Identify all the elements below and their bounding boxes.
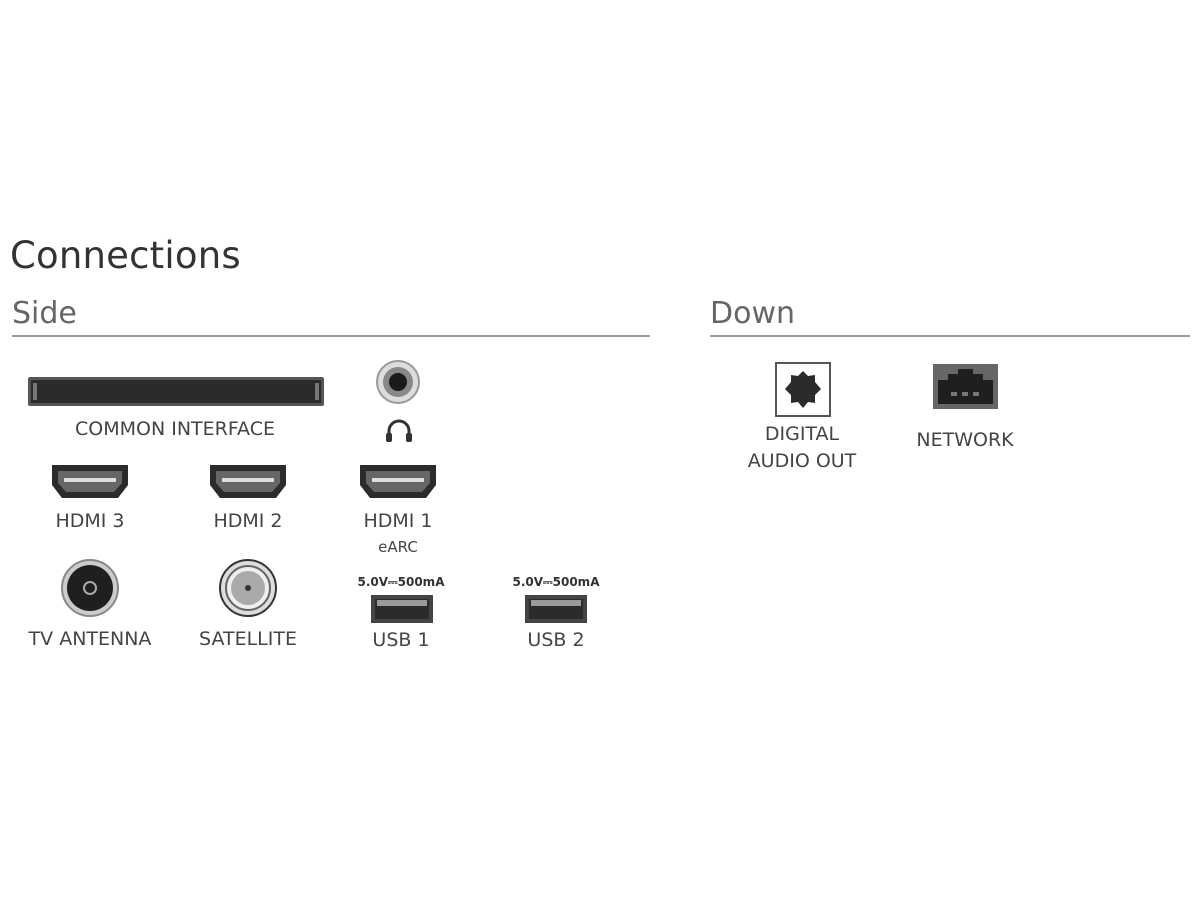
digital-audio-label-line2: AUDIO OUT xyxy=(747,450,857,472)
section-down-heading: Down xyxy=(710,296,796,331)
common-interface-label: COMMON INTERFACE xyxy=(75,418,275,440)
common-interface-slot-icon xyxy=(28,377,324,406)
hdmi2-port-icon xyxy=(210,465,286,498)
section-side-heading: Side xyxy=(12,296,77,331)
optical-audio-port-icon xyxy=(775,362,831,417)
headphone-jack-icon xyxy=(376,360,420,404)
usb1-label: USB 1 xyxy=(372,629,430,651)
usb2-port-icon xyxy=(525,595,587,623)
hdmi1-label: HDMI 1 xyxy=(363,510,433,532)
usb1-power-spec: 5.0V⎓500mA xyxy=(357,575,445,589)
network-label: NETWORK xyxy=(916,429,1014,451)
usb2-power-spec: 5.0V⎓500mA xyxy=(512,575,600,589)
tv-antenna-port-icon xyxy=(61,559,119,617)
page-title: Connections xyxy=(10,234,241,277)
section-down-divider xyxy=(710,335,1190,337)
digital-audio-label-line1: DIGITAL xyxy=(764,423,840,445)
hdmi3-label: HDMI 3 xyxy=(55,510,125,532)
tv-antenna-label: TV ANTENNA xyxy=(28,628,152,650)
usb2-label: USB 2 xyxy=(527,629,585,651)
hdmi3-port-icon xyxy=(52,465,128,498)
headphones-icon xyxy=(386,419,412,442)
usb1-port-icon xyxy=(371,595,433,623)
section-side-divider xyxy=(12,335,650,337)
hdmi2-label: HDMI 2 xyxy=(213,510,283,532)
hdmi1-port-icon xyxy=(360,465,436,498)
satellite-port-icon xyxy=(219,559,277,617)
hdmi1-earc-label: eARC xyxy=(378,538,418,556)
ethernet-port-icon xyxy=(933,364,998,409)
satellite-label: SATELLITE xyxy=(199,628,297,650)
